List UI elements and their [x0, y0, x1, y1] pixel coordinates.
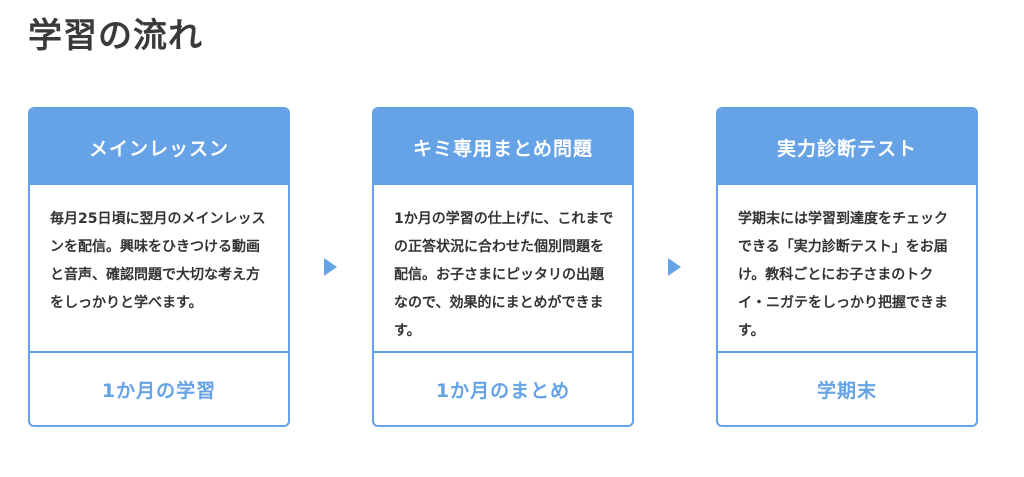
step-card-diagnostic-test: 実力診断テスト 学期末には学習到達度をチェックできる「実力診断テスト」をお届け。… — [716, 107, 978, 427]
step-card-header: 実力診断テスト — [718, 109, 976, 185]
step-card-description: 学期末には学習到達度をチェックできる「実力診断テスト」をお届け。教科ごとにお子さ… — [718, 185, 976, 353]
step-card-period: 1か月のまとめ — [435, 379, 571, 402]
step-card-main-lesson: メインレッスン 毎月25日頃に翌月のメインレッスンを配信。興味をひきつける動画と… — [28, 107, 290, 427]
step-card-description: 1か月の学習の仕上げに、これまでの正答状況に合わせた個別問題を配信。お子さまにピ… — [374, 185, 632, 353]
step-card-header: メインレッスン — [30, 109, 288, 185]
step-card-period: 1か月の学習 — [101, 379, 217, 402]
step-card-description: 毎月25日頃に翌月のメインレッスンを配信。興味をひきつける動画と音声、確認問題で… — [30, 185, 288, 353]
page-title: 学習の流れ — [28, 16, 203, 56]
triangle-right-icon — [668, 258, 681, 276]
step-card-header: キミ専用まとめ問題 — [374, 109, 632, 185]
triangle-right-icon — [324, 258, 337, 276]
step-card-review-problems: キミ専用まとめ問題 1か月の学習の仕上げに、これまでの正答状況に合わせた個別問題… — [372, 107, 634, 427]
step-card-period: 学期末 — [816, 379, 877, 402]
